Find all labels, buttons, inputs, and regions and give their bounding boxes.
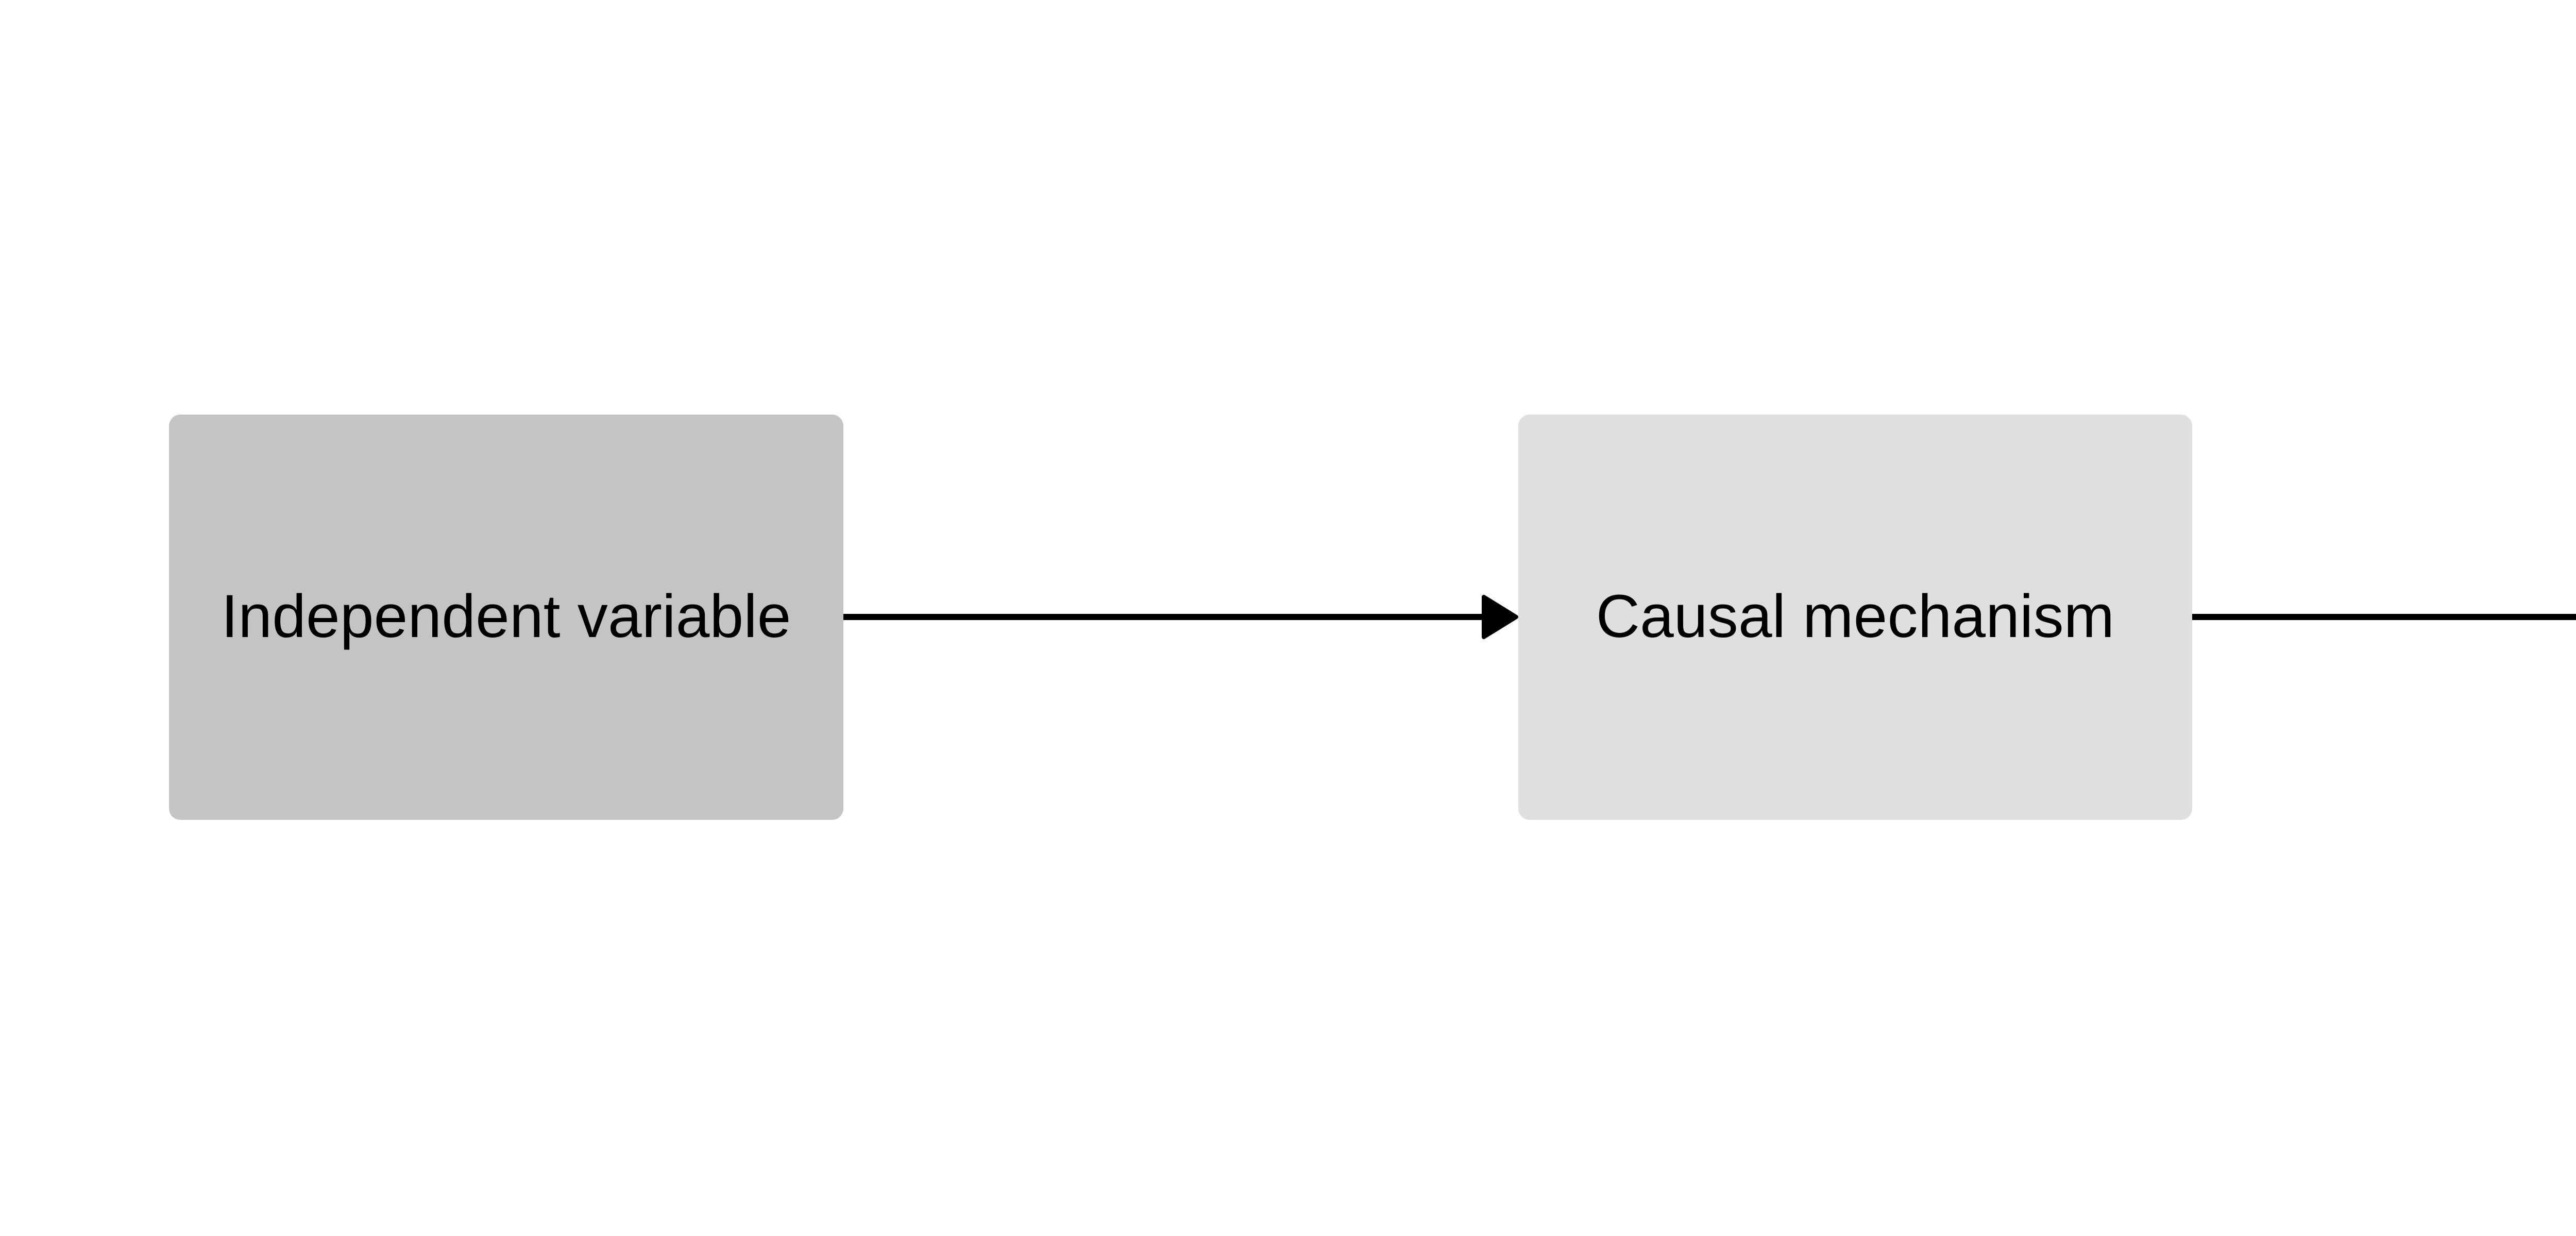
node-causal-mechanism[interactable]: Causal mechanism xyxy=(1518,415,2192,820)
edge-independent-to-mechanism[interactable] xyxy=(843,595,1518,639)
arrowhead-icon xyxy=(1482,595,1518,639)
node-independent-variable-label: Independent variable xyxy=(221,582,791,650)
edge-mechanism-to-dependent[interactable] xyxy=(2192,597,2576,637)
node-independent-variable[interactable]: Independent variable xyxy=(169,415,843,820)
node-causal-mechanism-label: Causal mechanism xyxy=(1596,582,2115,650)
